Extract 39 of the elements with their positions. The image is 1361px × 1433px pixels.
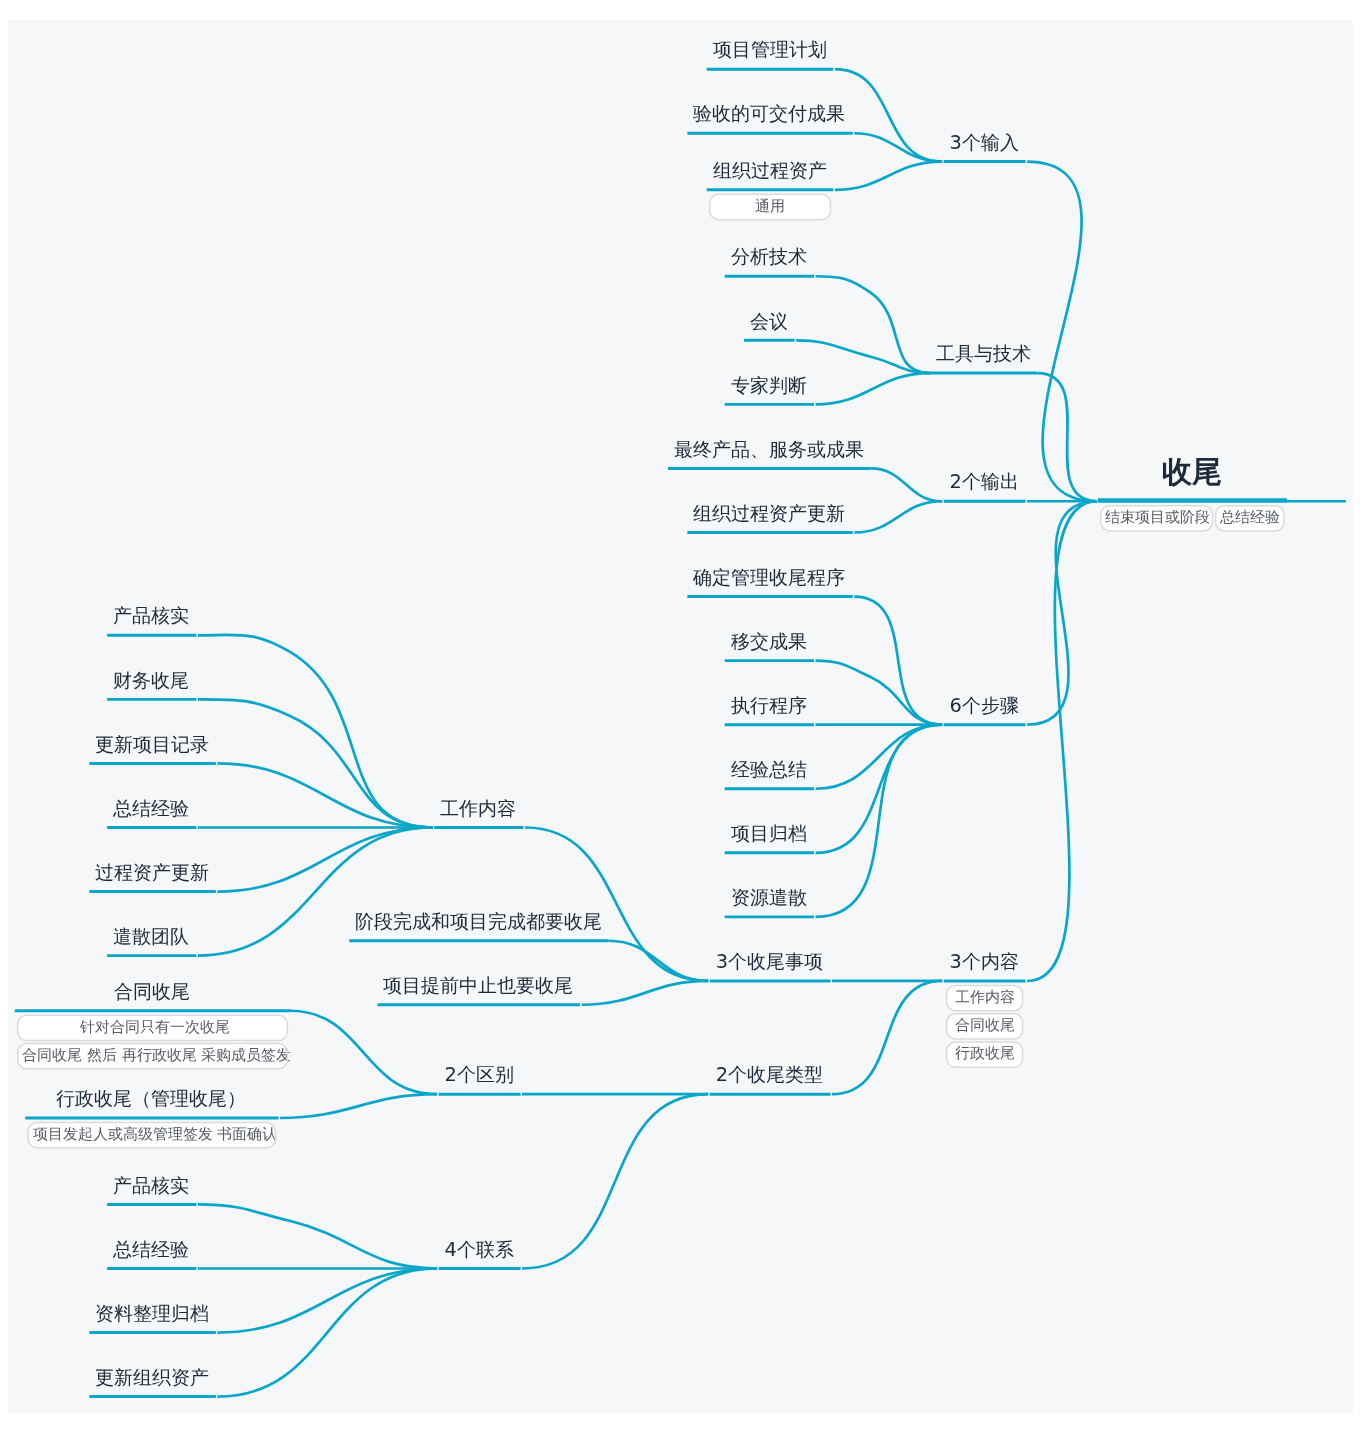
node-label: 总结经验 bbox=[113, 796, 190, 820]
node-label: 执行程序 bbox=[730, 693, 807, 717]
node-label: 产品核实 bbox=[113, 604, 190, 628]
node-label: 2个收尾类型 bbox=[715, 1063, 824, 1087]
node-label: 3个输入 bbox=[949, 130, 1019, 154]
node-label: 3个收尾事项 bbox=[715, 950, 824, 974]
node-label: 工作内容 bbox=[440, 796, 517, 820]
node-label: 专家判断 bbox=[730, 373, 807, 397]
node-label: 经验总结 bbox=[730, 757, 807, 781]
node-label: 工具与技术 bbox=[936, 342, 1032, 366]
node-label: 更新项目记录 bbox=[95, 732, 210, 756]
node-label: 组织过程资产 bbox=[712, 159, 827, 183]
node-label: 会议 bbox=[749, 309, 788, 333]
node-label: 总结经验 bbox=[113, 1237, 190, 1261]
node-label: 6个步骤 bbox=[949, 693, 1019, 717]
node-label: 项目管理计划 bbox=[712, 38, 827, 62]
node-label: 最终产品、服务或成果 bbox=[674, 437, 864, 461]
node-label: 行政收尾（管理收尾） bbox=[56, 1087, 247, 1111]
node-label: 2个区别 bbox=[444, 1063, 514, 1087]
node-label: 分析技术 bbox=[730, 245, 807, 269]
node-label: 收尾 bbox=[1161, 453, 1222, 489]
node-label: 2个输出 bbox=[949, 470, 1019, 494]
node-label: 项目归档 bbox=[730, 822, 807, 846]
node-label: 阶段完成和项目完成都要收尾 bbox=[355, 909, 603, 933]
node-label: 组织过程资产更新 bbox=[693, 501, 846, 525]
node-label: 更新组织资产 bbox=[95, 1365, 210, 1389]
node-label: 4个联系 bbox=[444, 1237, 514, 1261]
node-label: 资源遣散 bbox=[730, 886, 807, 910]
node-label: 3个内容 bbox=[949, 950, 1019, 974]
node-label: 合同收尾 bbox=[113, 979, 190, 1003]
node-label: 财务收尾 bbox=[113, 668, 190, 692]
node-label: 移交成果 bbox=[730, 629, 807, 653]
node-label: 遣散团队 bbox=[113, 924, 190, 948]
node-label: 产品核实 bbox=[113, 1173, 190, 1197]
node-label: 确定管理收尾程序 bbox=[693, 565, 846, 589]
node-label: 验收的可交付成果 bbox=[693, 102, 846, 126]
node-label: 过程资产更新 bbox=[95, 860, 210, 884]
node-label: 项目提前中止也要收尾 bbox=[383, 973, 574, 997]
node-label: 资料整理归档 bbox=[95, 1301, 210, 1325]
